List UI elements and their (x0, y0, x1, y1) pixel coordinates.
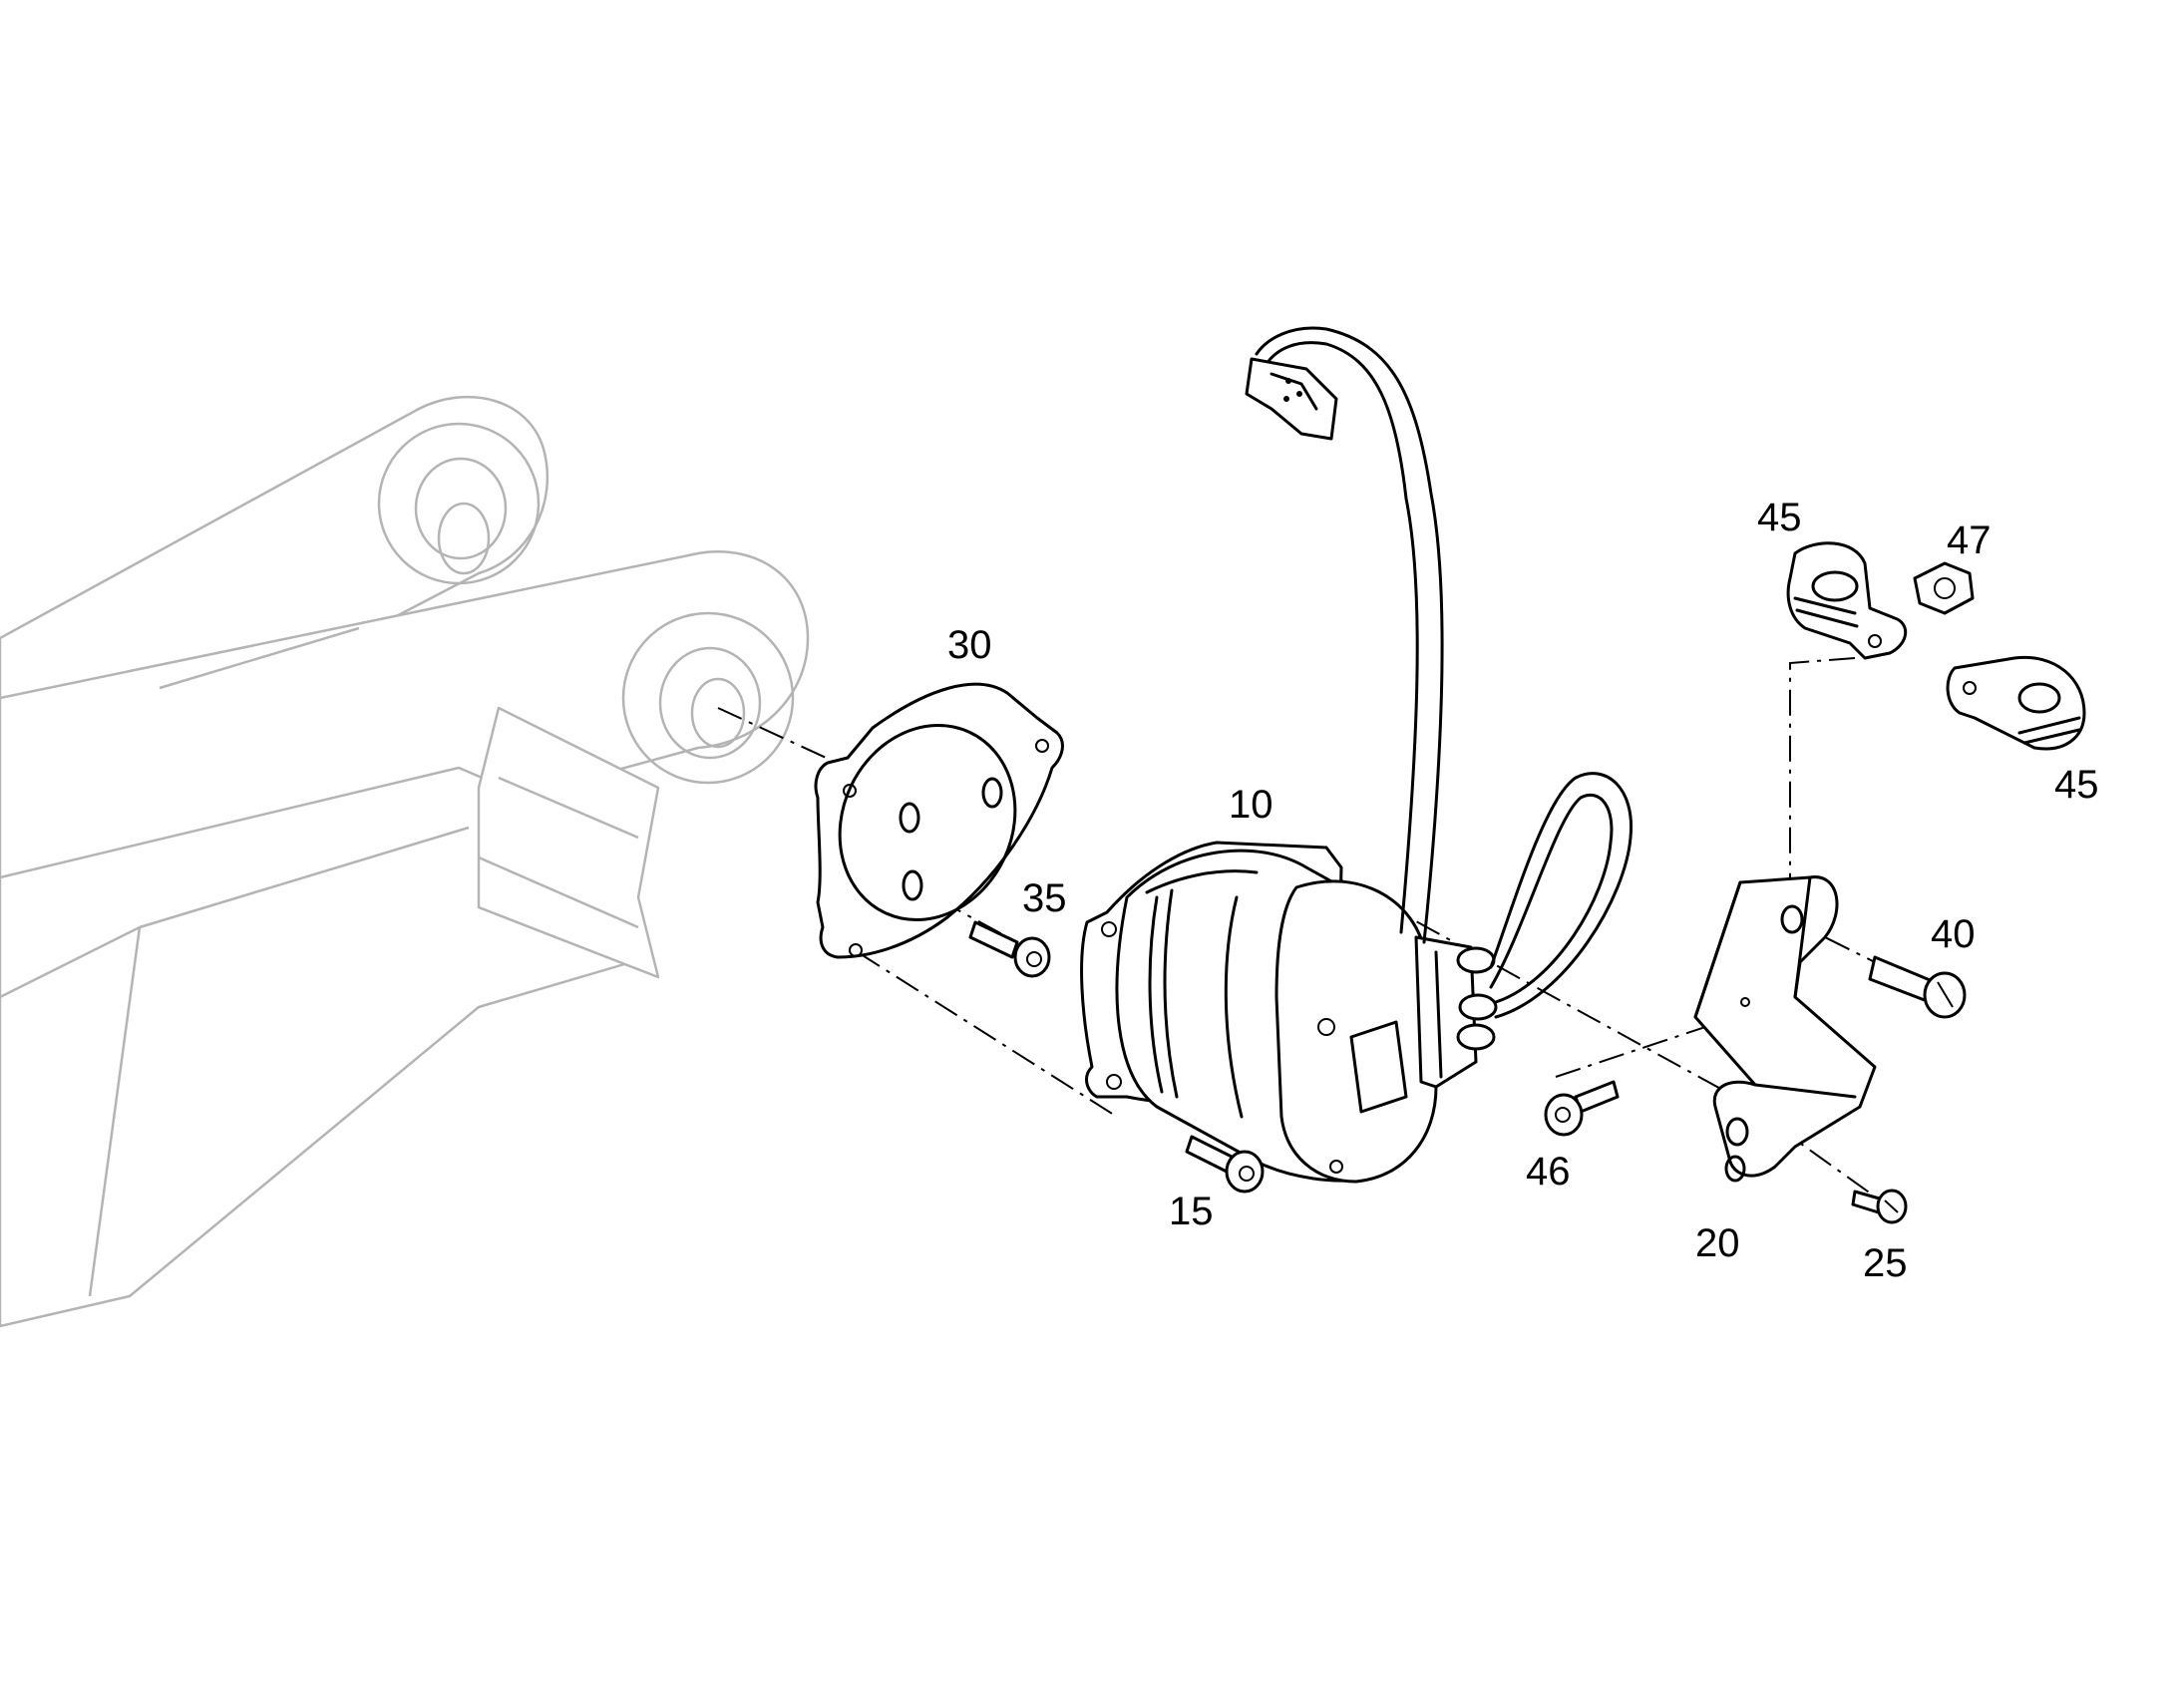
nut-47 (1913, 561, 1975, 615)
callout-35: 35 (1022, 876, 1067, 920)
callout-labels: 10 15 20 25 30 35 40 45 45 46 47 (947, 496, 2099, 1285)
cap-screw-15 (1185, 1135, 1265, 1194)
clamp-45-upper (1786, 541, 1908, 660)
countersunk-screw-25 (1851, 1189, 1908, 1224)
bracket-20 (1693, 875, 1877, 1183)
callout-10: 10 (1229, 783, 1273, 827)
callout-40: 40 (1931, 912, 1976, 956)
slotted-screw-40 (1868, 955, 1967, 1019)
callout-45-upper: 45 (1757, 496, 1802, 539)
callout-30: 30 (947, 623, 992, 667)
callout-15: 15 (1169, 1190, 1214, 1233)
ghost-arm-frame (0, 396, 810, 1328)
callout-47: 47 (1947, 518, 1992, 562)
callout-46: 46 (1526, 1150, 1571, 1194)
callout-20: 20 (1695, 1221, 1740, 1265)
clamp-45-lower (1946, 655, 2086, 751)
sensor-unit-10 (1080, 326, 1634, 1184)
cap-screw-35 (968, 920, 1051, 978)
cap-screw-46 (1544, 1080, 1620, 1137)
adapter-plate-30 (814, 682, 1064, 959)
callout-45-lower: 45 (2054, 763, 2099, 807)
callout-25: 25 (1863, 1241, 1908, 1285)
